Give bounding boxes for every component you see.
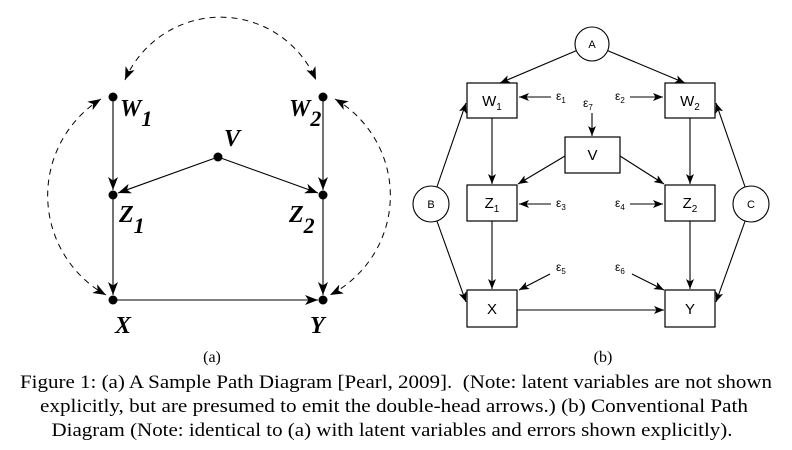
error-label-e7: ε7 [583, 96, 593, 112]
latent-label-b: B [427, 199, 434, 211]
node-box-w2: W2 [664, 82, 716, 119]
node-dot-y [318, 295, 328, 305]
error-label-e3: ε3 [556, 196, 566, 212]
box-z1 [466, 184, 518, 222]
latent-circle-a [574, 26, 610, 62]
edge-c-w2 [715, 102, 746, 188]
panel-b-conventional-path-diagram: A B C W1 W2 V Z1 Z2 [412, 26, 770, 366]
edge-v-z1 [117, 156, 219, 194]
node-dot-z2 [318, 190, 328, 200]
box-label-v: V [587, 147, 597, 164]
edge-e5-x [518, 273, 551, 291]
node-box-z2: Z2 [664, 184, 716, 222]
box-label-z1: Z1 [485, 195, 500, 215]
edge-a-w2 [607, 50, 686, 84]
box-label-w2: W2 [680, 93, 700, 113]
panel-a-sample-path-diagram: W1 W2 V Z1 Z2 X Y (a) [47, 16, 391, 366]
box-w2 [664, 82, 716, 119]
node-box-z1: Z1 [466, 184, 518, 222]
box-y [664, 289, 716, 328]
edge-a-w1 [499, 50, 577, 84]
panel-label-a: (a) [203, 349, 221, 366]
caption-line-1: Figure 1: (a) A Sample Path Diagram [Pea… [20, 373, 772, 393]
node-dot-z1 [108, 190, 118, 200]
edge-v-z1 [517, 155, 566, 185]
latent-circle-c [732, 185, 770, 223]
edge-c-y [715, 220, 746, 303]
latent-node-c: C [732, 185, 770, 223]
node-dot-v [213, 152, 223, 162]
box-w1 [466, 82, 518, 119]
node-dot-w2 [318, 92, 328, 102]
caption-line-3: Diagram (Note: identical to (a) with lat… [52, 421, 733, 441]
node-label-y: Y [310, 313, 327, 339]
error-label-e1: ε1 [556, 89, 566, 105]
box-label-z2: Z2 [683, 195, 698, 215]
box-v [564, 136, 621, 174]
node-box-y: Y [664, 289, 716, 328]
caption-line-2: explicitly, but are presumed to emit the… [40, 397, 748, 417]
latent-arc-w1-w2 [124, 16, 317, 81]
node-box-w1: W1 [466, 82, 518, 119]
edge-b-x [436, 220, 467, 303]
latent-arc-w1-x [47, 98, 107, 296]
error-label-e4: ε4 [615, 196, 625, 212]
box-z2 [664, 184, 716, 222]
box-label-w1: W1 [482, 93, 502, 113]
latent-label-a: A [588, 39, 596, 51]
edge-v-z2 [217, 156, 319, 194]
error-label-e5: ε5 [556, 260, 566, 276]
node-label-z2: Z2 [288, 202, 315, 238]
node-box-x: X [466, 289, 518, 328]
node-label-w2: W2 [289, 96, 321, 131]
edge-b-w1 [436, 102, 467, 188]
node-label-w1: W1 [120, 96, 152, 131]
box-x [466, 289, 518, 328]
box-label-x: X [487, 301, 497, 318]
node-dot-x [108, 295, 118, 305]
figure-caption: Figure 1: (a) A Sample Path Diagram [Pea… [20, 373, 772, 441]
node-label-x: X [114, 313, 132, 339]
edge-v-z2 [619, 155, 665, 185]
node-dot-w1 [108, 92, 118, 102]
latent-circle-b [412, 185, 450, 223]
error-label-e6: ε6 [615, 260, 625, 276]
edge-e6-y [631, 273, 665, 291]
node-label-z1: Z1 [118, 202, 145, 238]
latent-node-b: B [412, 185, 450, 223]
node-label-v: V [224, 126, 242, 152]
latent-arc-w2-y [329, 98, 391, 296]
node-box-v: V [564, 136, 621, 174]
box-label-y: Y [685, 301, 695, 318]
latent-node-a: A [574, 26, 610, 62]
error-label-e2: ε2 [615, 89, 625, 105]
latent-label-c: C [747, 199, 755, 211]
panel-label-b: (b) [594, 349, 613, 366]
